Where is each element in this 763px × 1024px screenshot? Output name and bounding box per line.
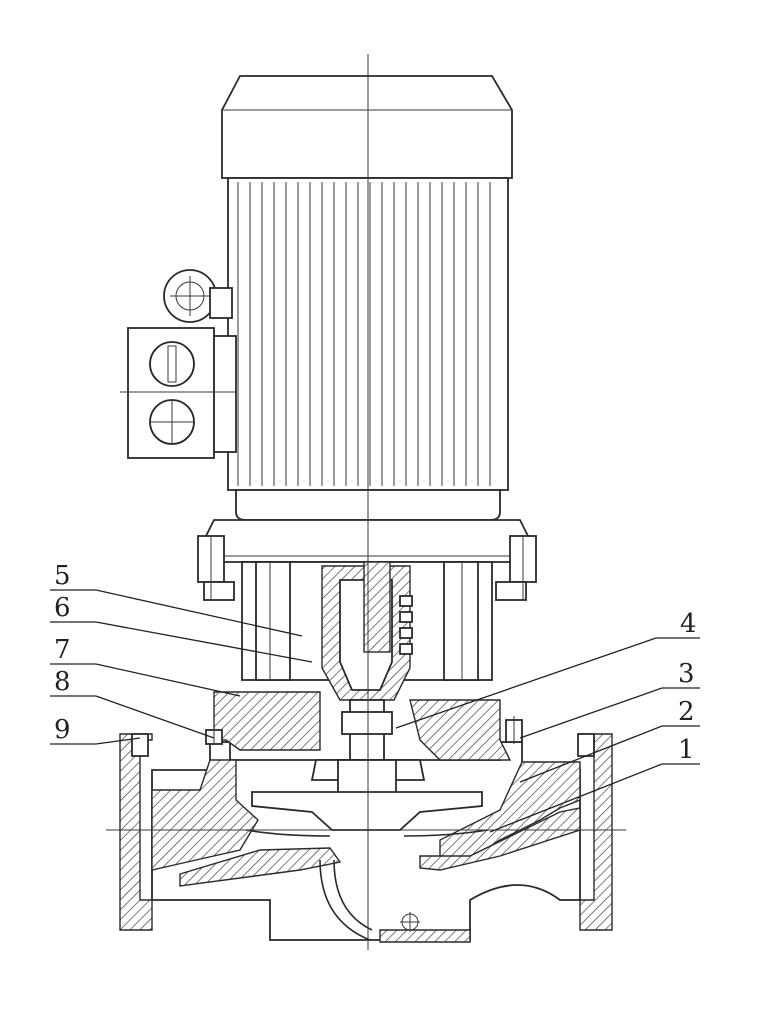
coupling-bolt [399,611,413,623]
pump-casing [106,691,626,943]
drain-plug [131,733,149,757]
callout-8: 8 [54,667,71,697]
callout-4: 4 [680,609,697,639]
coupling-bolt [399,643,413,655]
casing-stud-left [205,720,223,745]
inlet-flange [119,733,153,931]
callout-1: 1 [678,735,695,765]
coupling-bolt [399,595,413,607]
motor-cooling-fins [237,182,491,486]
coupling-bolts [399,595,413,655]
pump-cover [213,691,321,751]
terminal-cover-upper [149,341,195,387]
callout-5: 5 [54,561,71,591]
callout-3: 3 [678,659,695,689]
terminal-box [120,269,237,459]
flange-bolt-right [495,535,537,601]
flange-bolt-left [197,535,235,601]
motor-fan-cover [221,75,513,179]
callouts: 5 6 7 8 9 4 3 2 1 [50,561,700,833]
coupling-bolt [399,627,413,639]
casing-stud-right [505,716,523,744]
callout-6: 6 [54,593,71,623]
motor [197,75,537,601]
outlet-flange [579,733,613,931]
callout-7: 7 [54,635,71,665]
callout-9: 9 [54,715,71,745]
callout-2: 2 [678,697,695,727]
